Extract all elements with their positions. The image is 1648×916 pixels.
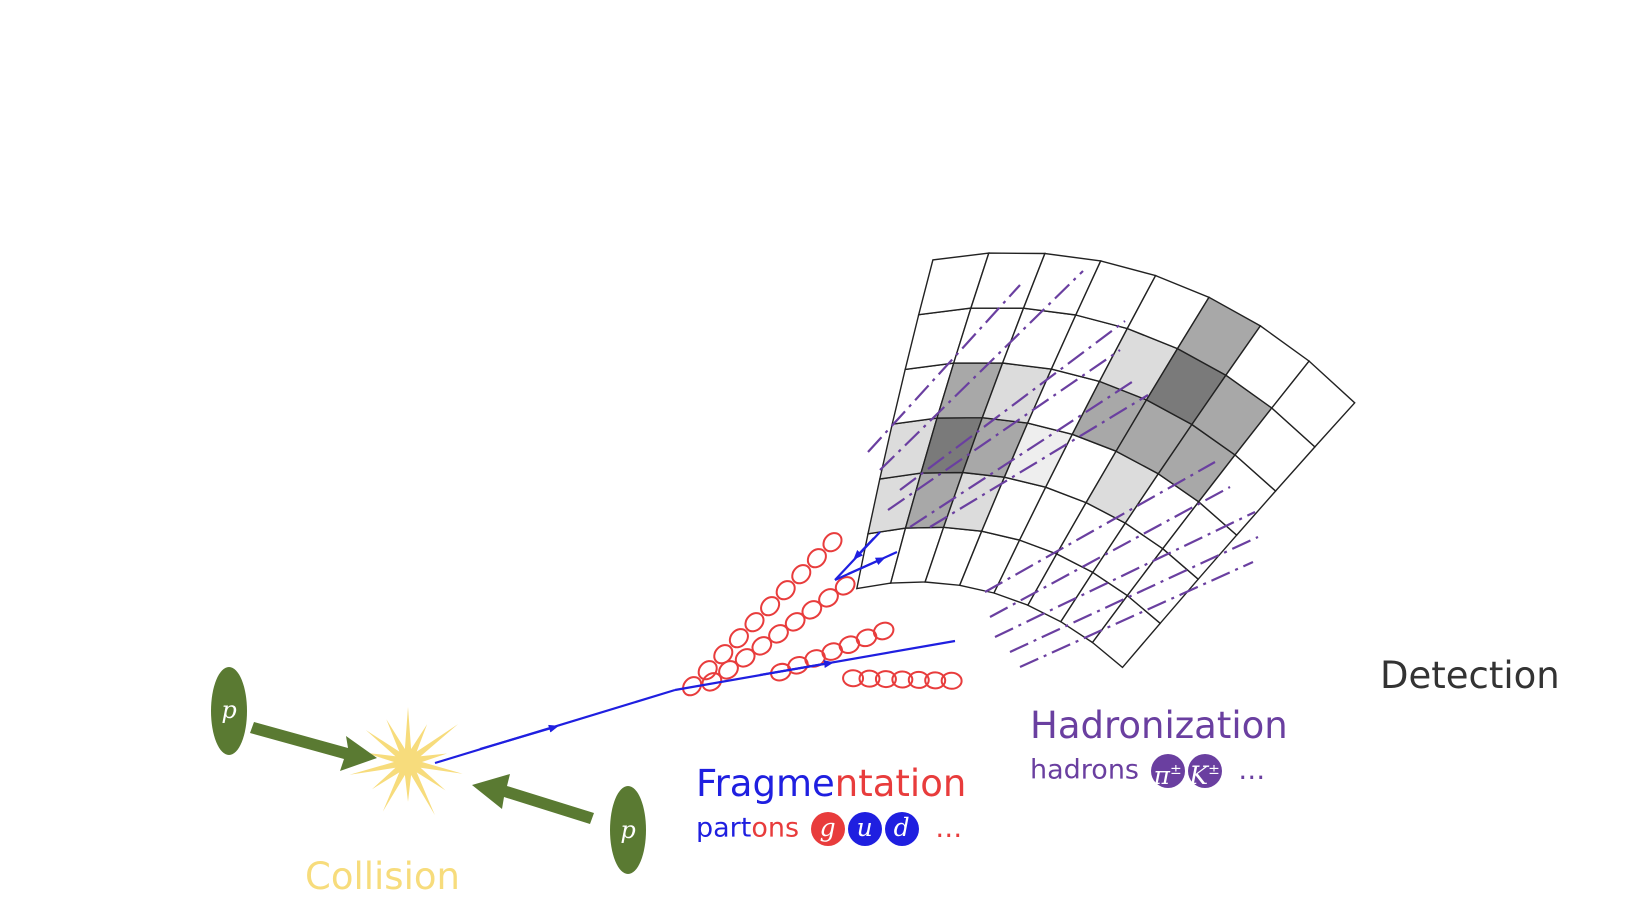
- gluon-2-loop: [855, 628, 878, 648]
- fragmentation-label-red: ntation: [834, 762, 967, 805]
- hadrons-row: hadrons π±K± …: [1030, 754, 1266, 790]
- partons-label-blue: part: [696, 812, 752, 844]
- hadrons-ellipsis: …: [1238, 754, 1266, 786]
- proton-right: [610, 786, 646, 874]
- quark-pair-b-arrow: [853, 537, 875, 560]
- kaon-badge: K±: [1187, 754, 1222, 790]
- gluon-0-loop: [682, 676, 703, 697]
- quark-line-upper-arrow: [759, 660, 834, 677]
- proton-arrow-left: [250, 722, 377, 771]
- proton-left: [211, 667, 247, 755]
- gluon-1-loop: [801, 600, 823, 620]
- gluon-1-loop: [784, 612, 806, 632]
- hadron-track: [929, 394, 1149, 528]
- gluon-0-loop: [728, 628, 749, 649]
- gluon-1-loop: [751, 636, 773, 656]
- hadron-track: [1009, 536, 1259, 653]
- up-quark-badge: u: [847, 812, 882, 846]
- hadron-track: [984, 461, 1216, 593]
- hadron-tracks: [867, 270, 1259, 669]
- pion-symbol: π: [1153, 761, 1170, 790]
- gluon-0-loop: [775, 580, 796, 601]
- pion-badge: π±: [1150, 754, 1185, 790]
- detector-calorimeter: [855, 252, 1356, 669]
- gluon-0-loop: [697, 660, 718, 681]
- hadron-track: [887, 349, 1121, 511]
- gluon-0-loop: [713, 644, 734, 665]
- pion-charge: ±: [1169, 762, 1182, 778]
- fragmentation-label-blue: Fragme: [696, 762, 835, 805]
- quark-line-main-arrow: [479, 724, 559, 751]
- gluon-lines: [682, 532, 963, 697]
- quark-lines: [434, 531, 956, 765]
- gluon-3-loop: [924, 671, 947, 690]
- gluon-3-loop: [940, 671, 963, 690]
- proton-arrows: [250, 722, 594, 824]
- down-quark-badge: d: [884, 812, 919, 846]
- gluon-3-loop: [874, 670, 897, 689]
- gluon-1-loop: [818, 588, 839, 608]
- gluon-2-loop: [838, 635, 861, 655]
- hadron-track: [994, 511, 1256, 638]
- quark-pair-a-arrow: [847, 557, 886, 576]
- gluon-2-loop: [872, 621, 895, 641]
- proton-right-label: p: [620, 816, 635, 844]
- hadron-track: [1019, 560, 1254, 669]
- gluon-1-loop: [834, 576, 856, 596]
- gluon-0-loop: [760, 596, 781, 617]
- gluon-3-loop: [891, 670, 914, 689]
- quark-line-main: [434, 688, 676, 765]
- collision-label: Collision: [305, 855, 460, 898]
- kaon-charge: ±: [1208, 762, 1220, 778]
- gluon-3-loop: [907, 670, 930, 689]
- hadronization-label: Hadronization: [1030, 704, 1288, 747]
- partons-label-red: ons: [751, 812, 800, 844]
- collision-star: [349, 706, 463, 816]
- gluon-3-loop: [858, 669, 881, 688]
- gluon-2-loop: [821, 642, 843, 661]
- gluon-3-loop: [842, 669, 865, 688]
- proton-arrow-right: [472, 774, 594, 824]
- gluon-0-loop: [806, 548, 827, 569]
- gluon-badge: g: [810, 812, 845, 846]
- gluon-1-loop: [768, 624, 789, 644]
- detection-label: Detection: [1380, 654, 1560, 697]
- hadron-track: [989, 486, 1231, 618]
- gluon-2-loop: [770, 662, 792, 682]
- partons-ellipsis: …: [935, 812, 963, 844]
- proton-left-label: p: [221, 696, 236, 724]
- hadrons-label: hadrons: [1030, 754, 1140, 786]
- gluon-0-loop: [744, 612, 765, 633]
- hadron-track: [879, 270, 1084, 471]
- gluon-1-loop: [734, 648, 756, 668]
- fragmentation-label: Fragmentation: [696, 762, 966, 805]
- kaon-symbol: K: [1189, 761, 1209, 790]
- hadron-track: [909, 379, 1136, 528]
- hadron-track: [867, 284, 1021, 453]
- gluon-0-loop: [822, 532, 843, 553]
- detector-cell: [1270, 360, 1356, 448]
- gluon-0-loop: [791, 564, 812, 585]
- hadron-track: [899, 320, 1126, 491]
